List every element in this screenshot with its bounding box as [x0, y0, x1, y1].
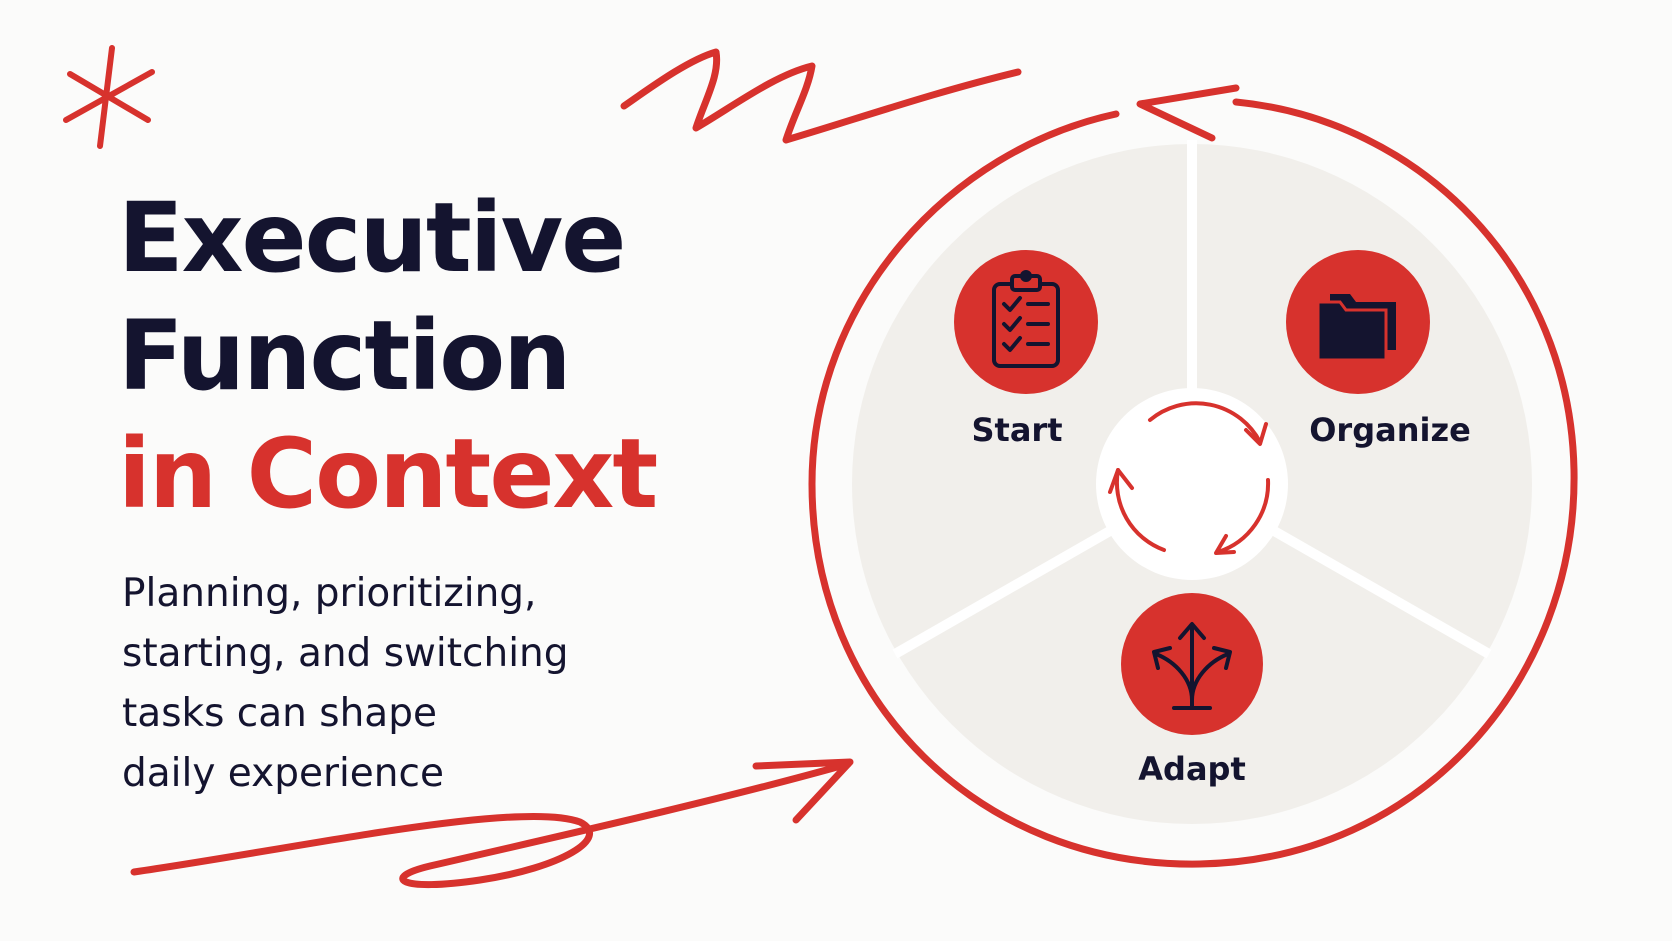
folder-icon [1316, 294, 1396, 362]
cycle-diagram [808, 84, 1578, 868]
clipboard-checklist-icon [992, 270, 1060, 368]
subtitle-line-1: Planning, prioritizing, [122, 571, 537, 616]
outer-cycle-ring [808, 98, 1578, 868]
segment-label-adapt: Adapt [1138, 750, 1246, 788]
title-line-2: Function [118, 300, 571, 412]
title-line-3: in Context [118, 418, 658, 530]
segment-label-start: Start [971, 411, 1063, 449]
cycle-arrows-icon [1108, 401, 1271, 555]
center-hub [1096, 388, 1288, 580]
subtitle-line-2: starting, and switching [122, 631, 569, 676]
subtitle-line-3: tasks can shape [122, 691, 437, 736]
swoosh-arrow-head [752, 758, 854, 824]
outer-ring-arrowhead [1136, 84, 1240, 142]
asterisk-icon [63, 45, 155, 149]
title-line-1: Executive [118, 182, 626, 294]
branching-arrows-icon [1152, 622, 1232, 710]
zigzag-scribble [620, 48, 1022, 144]
segment-label-organize: Organize [1309, 411, 1471, 449]
subtitle-line-4: daily experience [122, 751, 444, 796]
start-icon-circle [954, 250, 1098, 394]
swoosh-arrow [130, 760, 852, 889]
